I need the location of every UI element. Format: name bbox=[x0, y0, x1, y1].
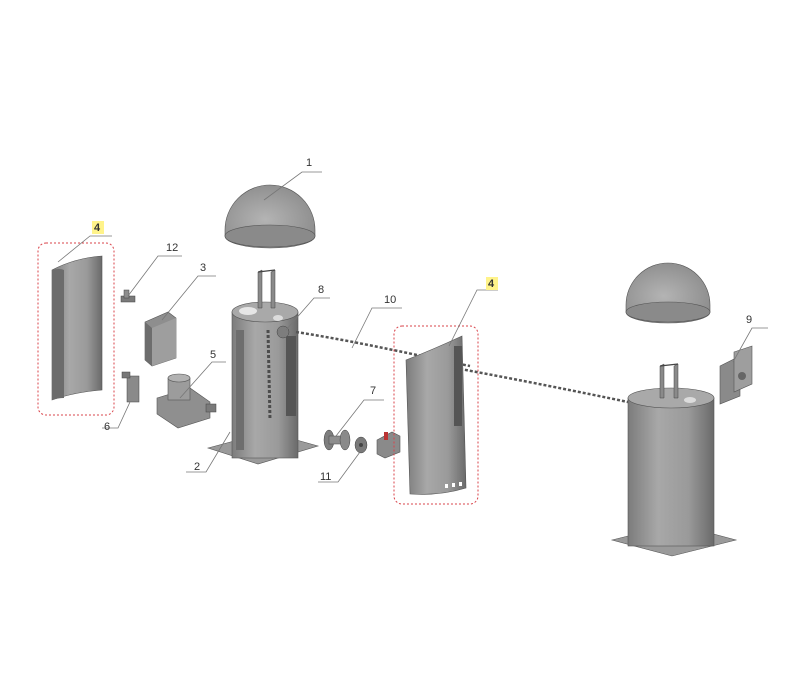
label-3: 3 bbox=[200, 262, 206, 274]
small-bracket bbox=[120, 289, 136, 303]
right-post bbox=[610, 363, 738, 557]
wall-plate bbox=[719, 345, 753, 405]
label-11: 11 bbox=[320, 471, 331, 483]
label-12: 12 bbox=[166, 242, 178, 254]
chain-sprocket bbox=[266, 325, 290, 421]
highlight-4-center bbox=[486, 277, 498, 290]
limit-switch bbox=[121, 371, 140, 403]
callout-box-center bbox=[393, 325, 479, 505]
gear-motor bbox=[156, 373, 217, 429]
small-wheel bbox=[354, 436, 368, 454]
label-2: 2 bbox=[194, 461, 200, 473]
main-post-body bbox=[206, 269, 320, 465]
bracket-plate bbox=[376, 431, 401, 459]
chain bbox=[295, 330, 629, 404]
label-4-center: 4 bbox=[488, 278, 495, 290]
control-box bbox=[144, 311, 177, 367]
label-6: 6 bbox=[104, 421, 110, 433]
label-8: 8 bbox=[318, 284, 324, 296]
highlight-4-left bbox=[92, 221, 104, 234]
label-1: 1 bbox=[306, 157, 312, 169]
label-10: 10 bbox=[384, 294, 396, 306]
open-shell-left bbox=[51, 255, 103, 401]
label-9: 9 bbox=[746, 314, 752, 326]
dome-cap-right bbox=[625, 262, 711, 324]
label-4-left: 4 bbox=[94, 222, 101, 234]
dome-cap-left bbox=[224, 184, 316, 249]
pulley bbox=[323, 429, 351, 451]
label-5: 5 bbox=[210, 349, 216, 361]
callout-box-left bbox=[37, 242, 115, 416]
open-shell-center bbox=[405, 335, 467, 495]
label-7: 7 bbox=[370, 385, 376, 397]
